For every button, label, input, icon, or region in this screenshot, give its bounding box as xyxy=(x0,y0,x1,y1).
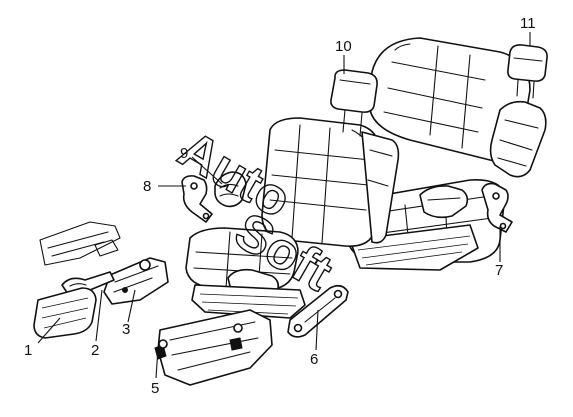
callout-labels: 1 2 3 5 6 7 8 9 10 11 xyxy=(24,15,536,397)
callout-8: 8 xyxy=(143,178,151,195)
callout-3: 3 xyxy=(122,321,130,338)
callout-9: 9 xyxy=(180,145,188,162)
rear-side-bolster xyxy=(489,100,547,178)
recliner-cover xyxy=(214,171,247,208)
hinge-bracket-left xyxy=(181,175,213,223)
hinge-bracket-right xyxy=(481,182,513,233)
seat-rail-mechanism xyxy=(103,257,169,305)
backrest-side-panel xyxy=(361,131,400,244)
front-headrest xyxy=(330,69,378,137)
seat-side-cover xyxy=(33,287,97,339)
seat-adjuster-frame xyxy=(154,309,273,386)
callout-1: 1 xyxy=(24,342,32,359)
callout-10: 10 xyxy=(335,38,352,55)
callout-7: 7 xyxy=(495,262,503,279)
rear-cushion-latch xyxy=(419,185,469,219)
rail-outline-sketch xyxy=(39,221,121,266)
callout-2: 2 xyxy=(91,342,99,359)
callout-5: 5 xyxy=(151,380,159,397)
cushion-frame xyxy=(191,284,306,319)
leader-lines xyxy=(37,32,531,379)
rear-headrest xyxy=(507,44,548,99)
callout-6: 6 xyxy=(310,351,318,368)
callout-11: 11 xyxy=(520,15,536,32)
